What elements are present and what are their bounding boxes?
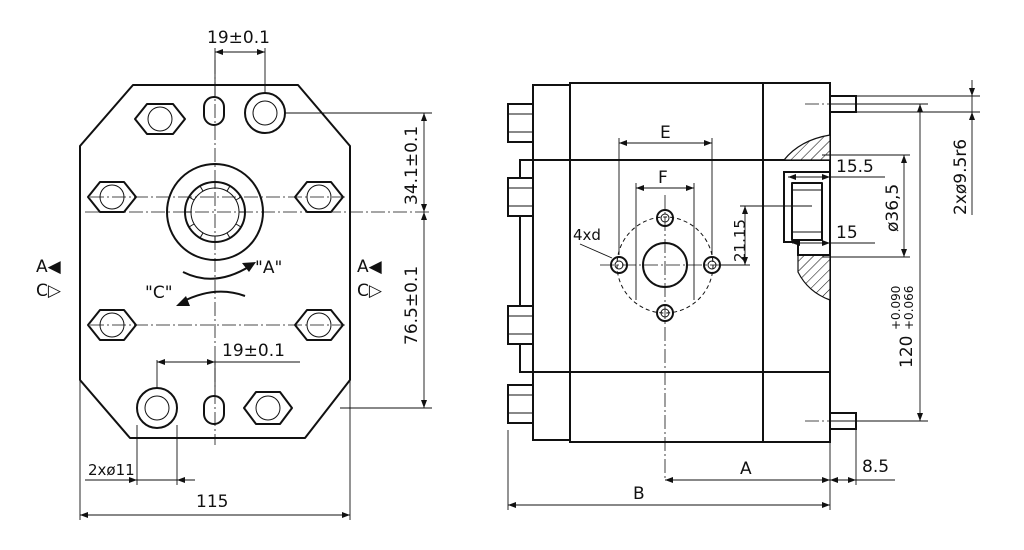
svg-text:ø36,5: ø36,5 — [883, 184, 903, 232]
svg-text:115: 115 — [196, 492, 228, 512]
dim-port-holes: 4xd — [573, 226, 613, 259]
port-left-a: A◀ — [36, 257, 62, 277]
port-right-c: C▷ — [357, 281, 383, 301]
svg-text:+0.066: +0.066 — [902, 286, 916, 330]
front-view: "A" "C" A◀ C▷ A◀ C▷ 19±0.1 19±0.1 — [36, 28, 432, 520]
dowel-top — [203, 96, 225, 126]
mount-hole-bottom-left-inner — [144, 395, 170, 421]
dowel-bottom — [203, 395, 225, 425]
svg-text:19±0.1: 19±0.1 — [207, 28, 270, 48]
rotation-label-a: "A" — [255, 258, 282, 278]
svg-text:4xd: 4xd — [573, 226, 601, 244]
hex-bolt-mid-left-lower — [87, 309, 137, 341]
dim-vertical-chain: 34.1±0.1 76.5±0.1 — [285, 112, 432, 409]
side-bolt-head-2 — [507, 177, 534, 217]
dim-thread-depth: 15.5 — [788, 157, 885, 180]
side-view: E F 4xd 21.15 — [507, 80, 980, 510]
dim-thread-len: 15 — [792, 223, 875, 246]
dim-b: B — [507, 430, 830, 510]
mount-hole-bottom-left — [136, 387, 178, 429]
svg-text:B: B — [633, 484, 645, 504]
svg-text:15: 15 — [836, 223, 858, 243]
svg-text:19±0.1: 19±0.1 — [222, 341, 285, 361]
hex-bolt-mid-right-upper — [294, 181, 344, 213]
section-thread-lines — [792, 189, 822, 233]
rotation-arrow-c-head-icon — [176, 296, 190, 306]
dim-hole-offset: 21.15 — [720, 205, 812, 266]
port-left-c: C▷ — [36, 281, 62, 301]
hex-bolt-mid-left-upper — [87, 181, 137, 213]
side-body-front-section — [532, 84, 571, 441]
side-bolt-head-1 — [507, 103, 534, 143]
dim-height: 120 +0.090 +0.066 — [830, 103, 928, 422]
section-thread-insert — [791, 182, 823, 241]
hex-bolt-mid-right-lower — [294, 309, 344, 341]
dim-e: E — [618, 123, 713, 255]
svg-text:2xø11: 2xø11 — [88, 461, 135, 479]
side-bolt-head-4 — [507, 384, 534, 424]
mount-hole-top-right-inner — [252, 100, 278, 126]
port-right-a: A◀ — [357, 257, 383, 277]
svg-text:15.5: 15.5 — [836, 157, 874, 177]
svg-text:120: 120 — [897, 336, 917, 368]
dim-width: 115 — [79, 380, 351, 520]
section-hatch-top — [782, 134, 831, 161]
svg-text:34.1±0.1: 34.1±0.1 — [402, 126, 422, 205]
shaft-spline-teeth — [185, 182, 245, 242]
hex-bolt-top-left — [134, 103, 186, 135]
dim-holes: 2xø11 — [85, 425, 195, 485]
svg-text:+0.090: +0.090 — [889, 286, 903, 330]
rotation-arrow-a-icon — [182, 265, 251, 280]
dim-a: A — [665, 430, 857, 510]
svg-text:76.5±0.1: 76.5±0.1 — [402, 266, 422, 345]
mount-hole-top-right — [244, 92, 286, 134]
section-hatch-bottom — [797, 254, 831, 301]
svg-text:2xø9.5r6: 2xø9.5r6 — [951, 139, 971, 215]
rotation-label-c: "C" — [145, 283, 173, 303]
svg-text:E: E — [660, 123, 671, 143]
hex-bolt-bottom-right — [243, 391, 293, 425]
dim-f: F — [635, 168, 695, 300]
svg-text:21.15: 21.15 — [731, 219, 749, 262]
dim-top-spacing: 19±0.1 — [207, 28, 270, 97]
shaft-boss — [166, 163, 264, 261]
side-bolt-head-3 — [507, 305, 534, 345]
dim-flange-offset: 8.5 — [830, 457, 895, 483]
svg-text:F: F — [658, 168, 668, 188]
dim-bottom-spacing: 19±0.1 — [156, 341, 300, 396]
svg-text:A: A — [740, 459, 752, 479]
rotation-arrow-a-head-icon — [242, 262, 256, 272]
rotation-arrow-c-icon — [181, 290, 246, 303]
svg-text:8.5: 8.5 — [862, 457, 889, 477]
dim-studs: 2xø9.5r6 — [856, 80, 980, 215]
dim-pilot-dia: ø36,5 — [822, 154, 910, 258]
